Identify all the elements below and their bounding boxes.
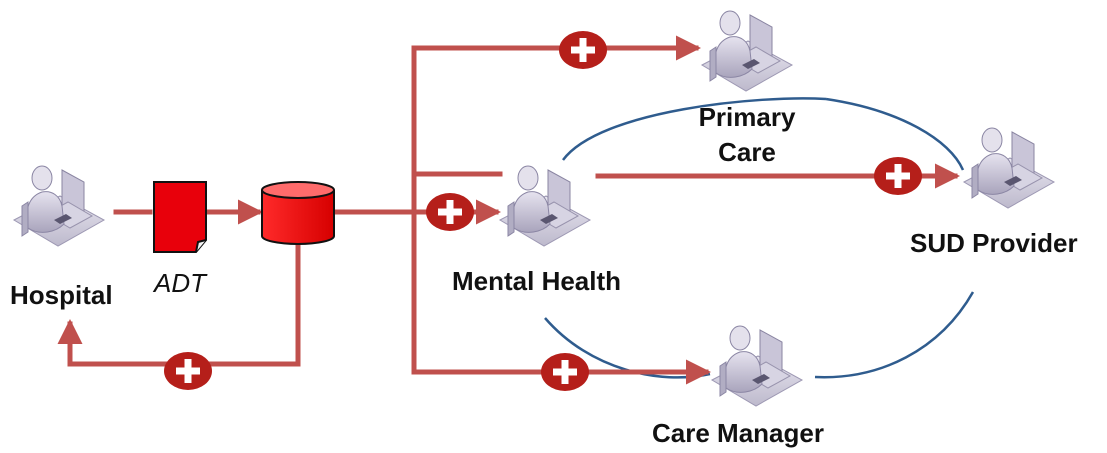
plus-badge-icon [559, 31, 607, 69]
plus-badge-icon [874, 157, 922, 195]
person-at-computer-icon [963, 127, 1055, 209]
person-at-computer-icon [499, 165, 591, 247]
adt-label: ADT [152, 268, 208, 298]
hospital-label: Hospital [10, 280, 113, 310]
sud-provider-label: SUD Provider [910, 228, 1078, 258]
plus-badge-icon [164, 352, 212, 390]
person-at-computer-icon [701, 10, 793, 92]
primary-care-label-line1: Primary [699, 102, 796, 132]
primary-care-label-line2: Care [718, 137, 776, 167]
person-at-computer-icon [711, 325, 803, 407]
person-at-computer-icon [13, 165, 105, 247]
database-icon [261, 181, 335, 245]
plus-badge-icon [541, 353, 589, 391]
plus-badge-icon [426, 193, 474, 231]
document-icon [153, 181, 207, 253]
mental-health-label: Mental Health [452, 266, 621, 296]
care-manager-label: Care Manager [652, 418, 824, 448]
